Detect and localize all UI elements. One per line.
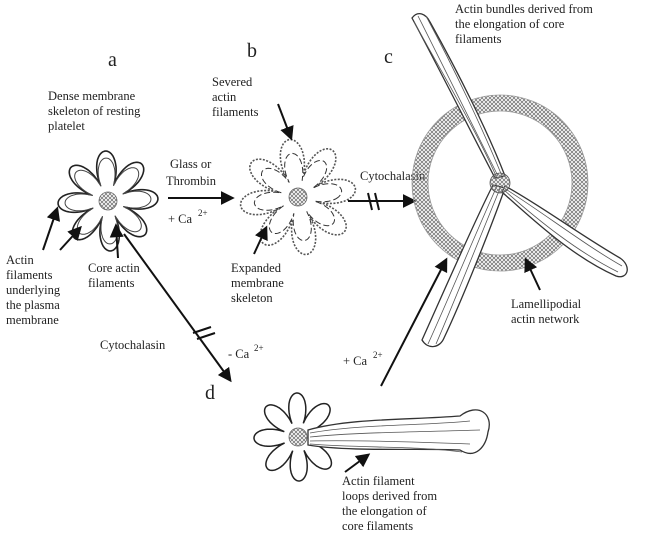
panel-label-b: b	[247, 40, 257, 62]
svg-text:Actin filament: Actin filament	[342, 474, 415, 488]
svg-text:membrane: membrane	[231, 276, 284, 290]
block-mark-ad-2	[197, 333, 215, 339]
cytochalasin-ad-label: Cytochalasin	[100, 338, 166, 352]
pointer-arrow-actin-1	[43, 209, 57, 250]
svg-text:Dense membrane: Dense membrane	[48, 89, 136, 103]
svg-text:filaments: filaments	[455, 32, 502, 46]
pointer-arrow-severed	[278, 104, 291, 138]
svg-text:+ Ca: + Ca	[343, 354, 368, 368]
core-actin-label: Core actin filaments	[88, 261, 140, 290]
svg-text:platelet: platelet	[48, 119, 85, 133]
loops-label: Actin filament loops derived from the el…	[342, 474, 437, 533]
svg-text:the elongation of core: the elongation of core	[455, 17, 565, 31]
svg-text:2+: 2+	[198, 208, 208, 218]
svg-text:filaments: filaments	[88, 276, 135, 290]
calcium-plus-d-label: + Ca 2+	[343, 350, 383, 368]
svg-text:Lamellipodial: Lamellipodial	[511, 297, 582, 311]
svg-text:the elongation of: the elongation of	[342, 504, 428, 518]
glass-thrombin-label: Glass or Thrombin	[166, 157, 217, 188]
svg-text:Actin: Actin	[6, 253, 35, 267]
svg-text:Core actin: Core actin	[88, 261, 140, 275]
calcium-minus-label: - Ca 2+	[228, 343, 264, 361]
svg-text:Thrombin: Thrombin	[166, 174, 217, 188]
svg-text:Severed: Severed	[212, 75, 253, 89]
resting-platelet-label: Dense membrane skeleton of resting plate…	[48, 89, 141, 133]
svg-text:core filaments: core filaments	[342, 519, 413, 533]
panel-label-d: d	[205, 382, 215, 404]
expanded-label: Expanded membrane skeleton	[231, 261, 284, 305]
actin-filaments-label: Actin filaments underlying the plasma me…	[6, 253, 61, 327]
svg-text:skeleton: skeleton	[231, 291, 273, 305]
svg-text:actin: actin	[212, 90, 237, 104]
svg-text:- Ca: - Ca	[228, 347, 250, 361]
svg-text:Expanded: Expanded	[231, 261, 282, 275]
svg-text:2+: 2+	[373, 350, 383, 360]
pointer-arrow-loops	[345, 455, 368, 472]
svg-text:skeleton of resting: skeleton of resting	[48, 104, 141, 118]
svg-text:the plasma: the plasma	[6, 298, 60, 312]
svg-text:Glass or: Glass or	[170, 157, 212, 171]
expanded-platelet-shape	[241, 140, 356, 255]
svg-text:filaments: filaments	[6, 268, 53, 282]
block-mark-ad-1	[193, 327, 211, 333]
loops-platelet-shape	[254, 393, 489, 481]
svg-text:2+: 2+	[254, 343, 264, 353]
svg-text:actin network: actin network	[511, 312, 580, 326]
severed-label: Severed actin filaments	[212, 75, 259, 119]
arrow-a-to-d	[124, 234, 230, 380]
svg-text:loops derived from: loops derived from	[342, 489, 437, 503]
svg-text:filaments: filaments	[212, 105, 259, 119]
svg-text:+ Ca: + Ca	[168, 212, 193, 226]
svg-text:underlying: underlying	[6, 283, 61, 297]
svg-text:membrane: membrane	[6, 313, 59, 327]
svg-text:Actin bundles derived from: Actin bundles derived from	[455, 2, 593, 16]
calcium-plus-b-label: + Ca 2+	[168, 208, 208, 226]
panel-label-a: a	[108, 49, 117, 71]
actin-bundles-label: Actin bundles derived from the elongatio…	[455, 2, 593, 46]
lamellipodial-label: Lamellipodial actin network	[511, 297, 582, 326]
panel-label-c: c	[384, 46, 393, 68]
